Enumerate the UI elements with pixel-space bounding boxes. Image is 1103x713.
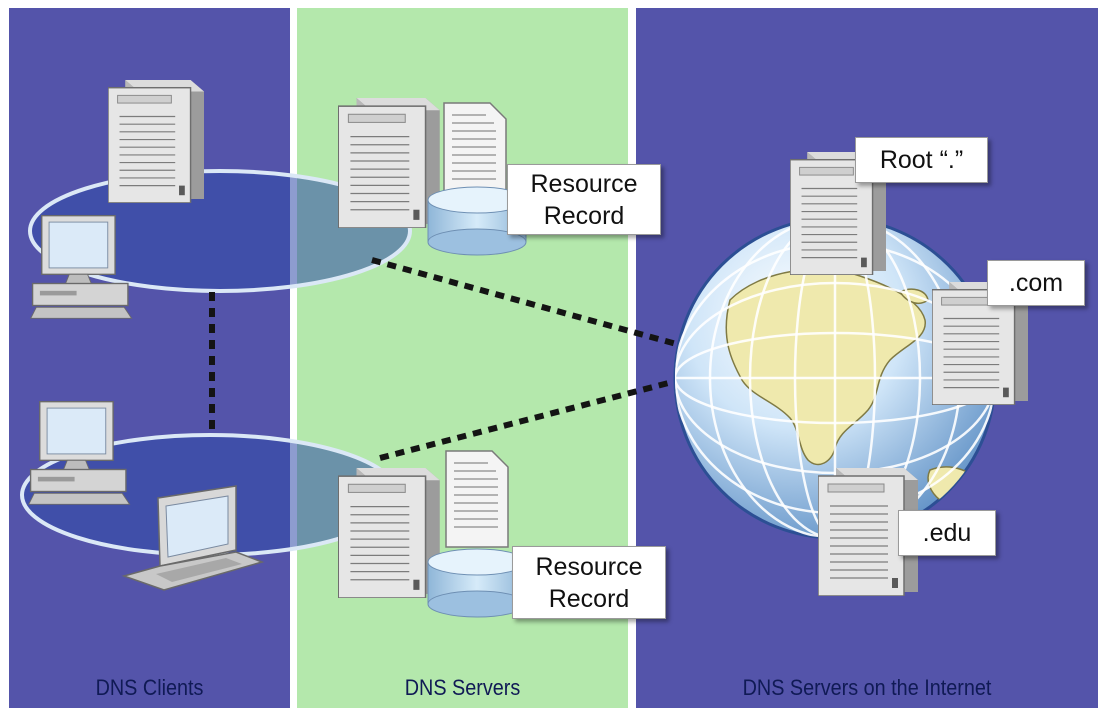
dns-clients-title: DNS Clients [95, 675, 204, 700]
lower-resource-record-line2: Record [548, 585, 630, 613]
dns-servers-title: DNS Servers [404, 675, 521, 700]
upper-resource-record-line1: Resource [530, 170, 638, 198]
lower-database-icon [427, 548, 527, 618]
lower-to-internet-link [379, 377, 681, 461]
upper-resource-record-label: Resource Record [507, 164, 661, 235]
upper-dns-server-icon [338, 97, 440, 228]
upper-to-internet-link [371, 257, 681, 348]
lower-resource-record-label: Resource Record [512, 546, 666, 619]
lower-resource-record-line1: Resource [535, 553, 643, 581]
upper-resource-record-line2: Record [543, 202, 625, 230]
laptop-icon [121, 485, 265, 591]
upper-document-icon [443, 102, 507, 200]
com-server-label: .com [987, 260, 1085, 306]
edu-server-label: .edu [898, 510, 996, 556]
upper-database-icon [427, 186, 527, 256]
lower-dns-server-icon [338, 467, 440, 598]
client-server-tower-icon [108, 79, 204, 203]
dns-servers-internet-title: DNS Servers on the Internet [742, 675, 992, 700]
root-server-label: Root “.” [855, 137, 988, 183]
lower-document-icon [445, 450, 509, 548]
